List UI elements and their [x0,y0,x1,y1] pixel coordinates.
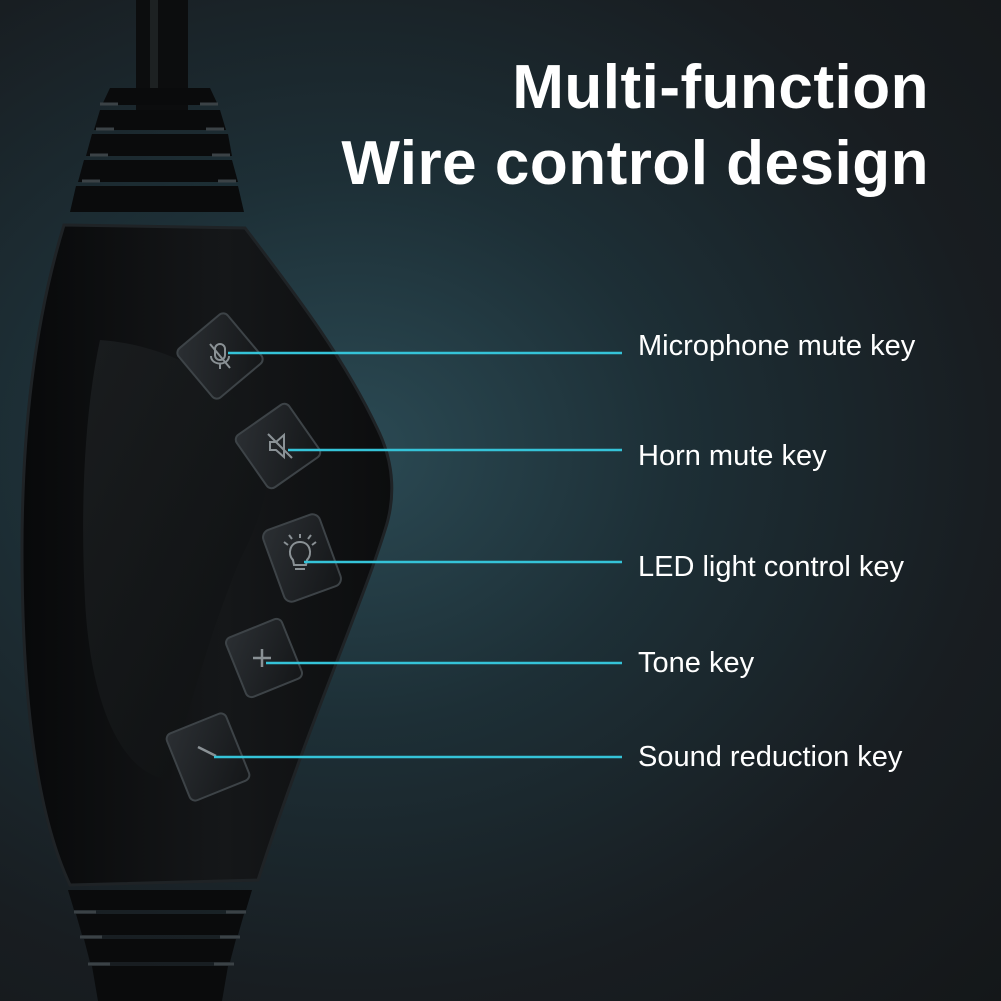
label-tone-key: Tone key [638,647,755,679]
strain-relief-bottom [68,890,252,1001]
controller-dish [83,340,270,780]
plus-icon [253,649,271,667]
headline-line-1: Multi-function [512,53,929,122]
label-led-light-control-key: LED light control key [638,551,904,583]
minus-icon [197,745,217,758]
led-light-button[interactable] [261,512,343,604]
callout-lines [214,351,622,759]
label-microphone-mute-key: Microphone mute key [638,330,916,362]
headline-line-2: Wire control design [341,129,929,198]
microphone-mute-icon [209,343,231,369]
speaker-mute-icon [267,432,293,460]
label-sound-reduction-key: Sound reduction key [638,741,903,773]
label-horn-mute-key: Horn mute key [638,440,827,472]
sound-reduction-button[interactable] [165,712,251,803]
lightbulb-icon [283,534,317,570]
horn-mute-button[interactable] [233,401,322,490]
strain-relief-top [70,88,244,212]
